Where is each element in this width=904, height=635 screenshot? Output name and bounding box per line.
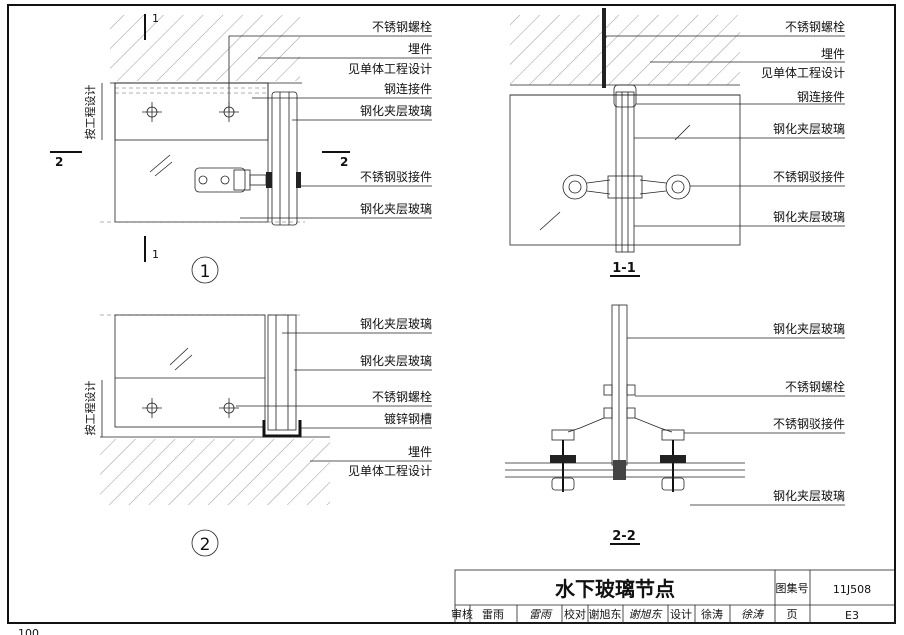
glass-panel <box>114 82 269 223</box>
label: 钢化夹层玻璃 <box>773 322 845 336</box>
glass-panel <box>509 94 741 246</box>
label: 埋件 <box>408 42 432 56</box>
section-mark: 1 <box>152 248 159 261</box>
bolt-icon <box>219 398 239 418</box>
detail-number: 2 <box>200 535 211 555</box>
dimension-label: 按工程设计 <box>83 381 97 436</box>
checker-signature: 谢旭东 <box>629 608 664 621</box>
section-title: 2-2 <box>612 529 636 544</box>
glass-panel <box>114 314 266 428</box>
label: 不锈钢螺栓 <box>785 379 845 394</box>
spider-fitting <box>194 167 301 193</box>
label: 见单体工程设计 <box>761 65 845 80</box>
bolt-icon <box>142 102 162 122</box>
title-block: 水下玻璃节点 图集号 11J508 审核 雷雨 雷雨 校对 谢旭东 谢旭东 设计… <box>451 569 896 624</box>
label: 钢化夹层玻璃 <box>360 202 432 216</box>
page-number: 100 <box>18 627 39 635</box>
label: 钢化夹层玻璃 <box>773 489 845 503</box>
label: 不锈钢螺栓 <box>785 19 845 34</box>
label: 钢化夹层玻璃 <box>773 210 845 224</box>
label: 见单体工程设计 <box>348 61 432 76</box>
check-label: 校对 <box>564 607 586 621</box>
section-title: 1-1 <box>612 261 636 276</box>
designer: 徐涛 <box>701 607 723 621</box>
section-mark: 2 <box>340 155 348 169</box>
section-mark: 2 <box>55 155 63 169</box>
label: 不锈钢驳接件 <box>360 169 432 184</box>
label: 钢连接件 <box>797 89 845 104</box>
label: 钢化夹层玻璃 <box>360 354 432 368</box>
concrete-slab <box>110 15 300 81</box>
page-label: 页 <box>787 608 798 621</box>
detail-1: 1 1 2 2 按工程设计 1 不锈钢螺栓 埋件 见单体工程设计 钢连接件 钢化… <box>50 12 432 284</box>
label: 钢化夹层玻璃 <box>360 317 432 331</box>
atlas-label: 图集号 <box>776 581 809 595</box>
design-label: 设计 <box>670 608 692 621</box>
concrete-slab <box>100 439 330 505</box>
label: 镀锌钢槽 <box>384 412 432 426</box>
checker: 谢旭东 <box>589 607 622 621</box>
label: 钢连接件 <box>384 81 432 96</box>
label: 埋件 <box>408 445 432 459</box>
steel-connector-plate <box>114 82 269 141</box>
sheet-border <box>7 4 896 624</box>
label: 不锈钢驳接件 <box>773 169 845 184</box>
review-label: 审核 <box>451 607 473 621</box>
label: 埋件 <box>821 47 845 61</box>
drawing-title: 水下玻璃节点 <box>555 577 675 601</box>
detail-1-1: 1-1 不锈钢螺栓 埋件 见单体工程设计 钢连接件 钢化夹层玻璃 不锈钢驳接件 … <box>509 8 845 277</box>
bolt-icon <box>142 398 162 418</box>
label: 钢化夹层玻璃 <box>773 122 845 136</box>
spider-fitting <box>562 174 691 200</box>
atlas-number: 11J508 <box>833 583 871 596</box>
detail-number: 1 <box>200 262 211 282</box>
designer-signature: 徐涛 <box>741 608 765 621</box>
section-mark: 1 <box>152 12 159 25</box>
reviewer-signature: 雷雨 <box>529 608 553 621</box>
detail-2: 按工程设计 2 钢化夹层玻璃 钢化夹层玻璃 不锈钢螺栓 镀锌钢槽 埋件 见单体工… <box>83 314 432 557</box>
label: 不锈钢螺栓 <box>372 19 432 34</box>
label: 不锈钢螺栓 <box>372 389 432 404</box>
page-code: E3 <box>845 609 859 622</box>
detail-2-2: 2-2 钢化夹层玻璃 不锈钢螺栓 不锈钢驳接件 钢化夹层玻璃 <box>505 304 845 545</box>
label: 钢化夹层玻璃 <box>360 104 432 118</box>
label: 不锈钢驳接件 <box>773 416 845 431</box>
dimension-label: 按工程设计 <box>83 85 97 140</box>
reviewer: 雷雨 <box>482 608 504 621</box>
galvanized-channel <box>262 420 302 438</box>
concrete-slab <box>510 15 740 85</box>
label: 见单体工程设计 <box>348 463 432 478</box>
